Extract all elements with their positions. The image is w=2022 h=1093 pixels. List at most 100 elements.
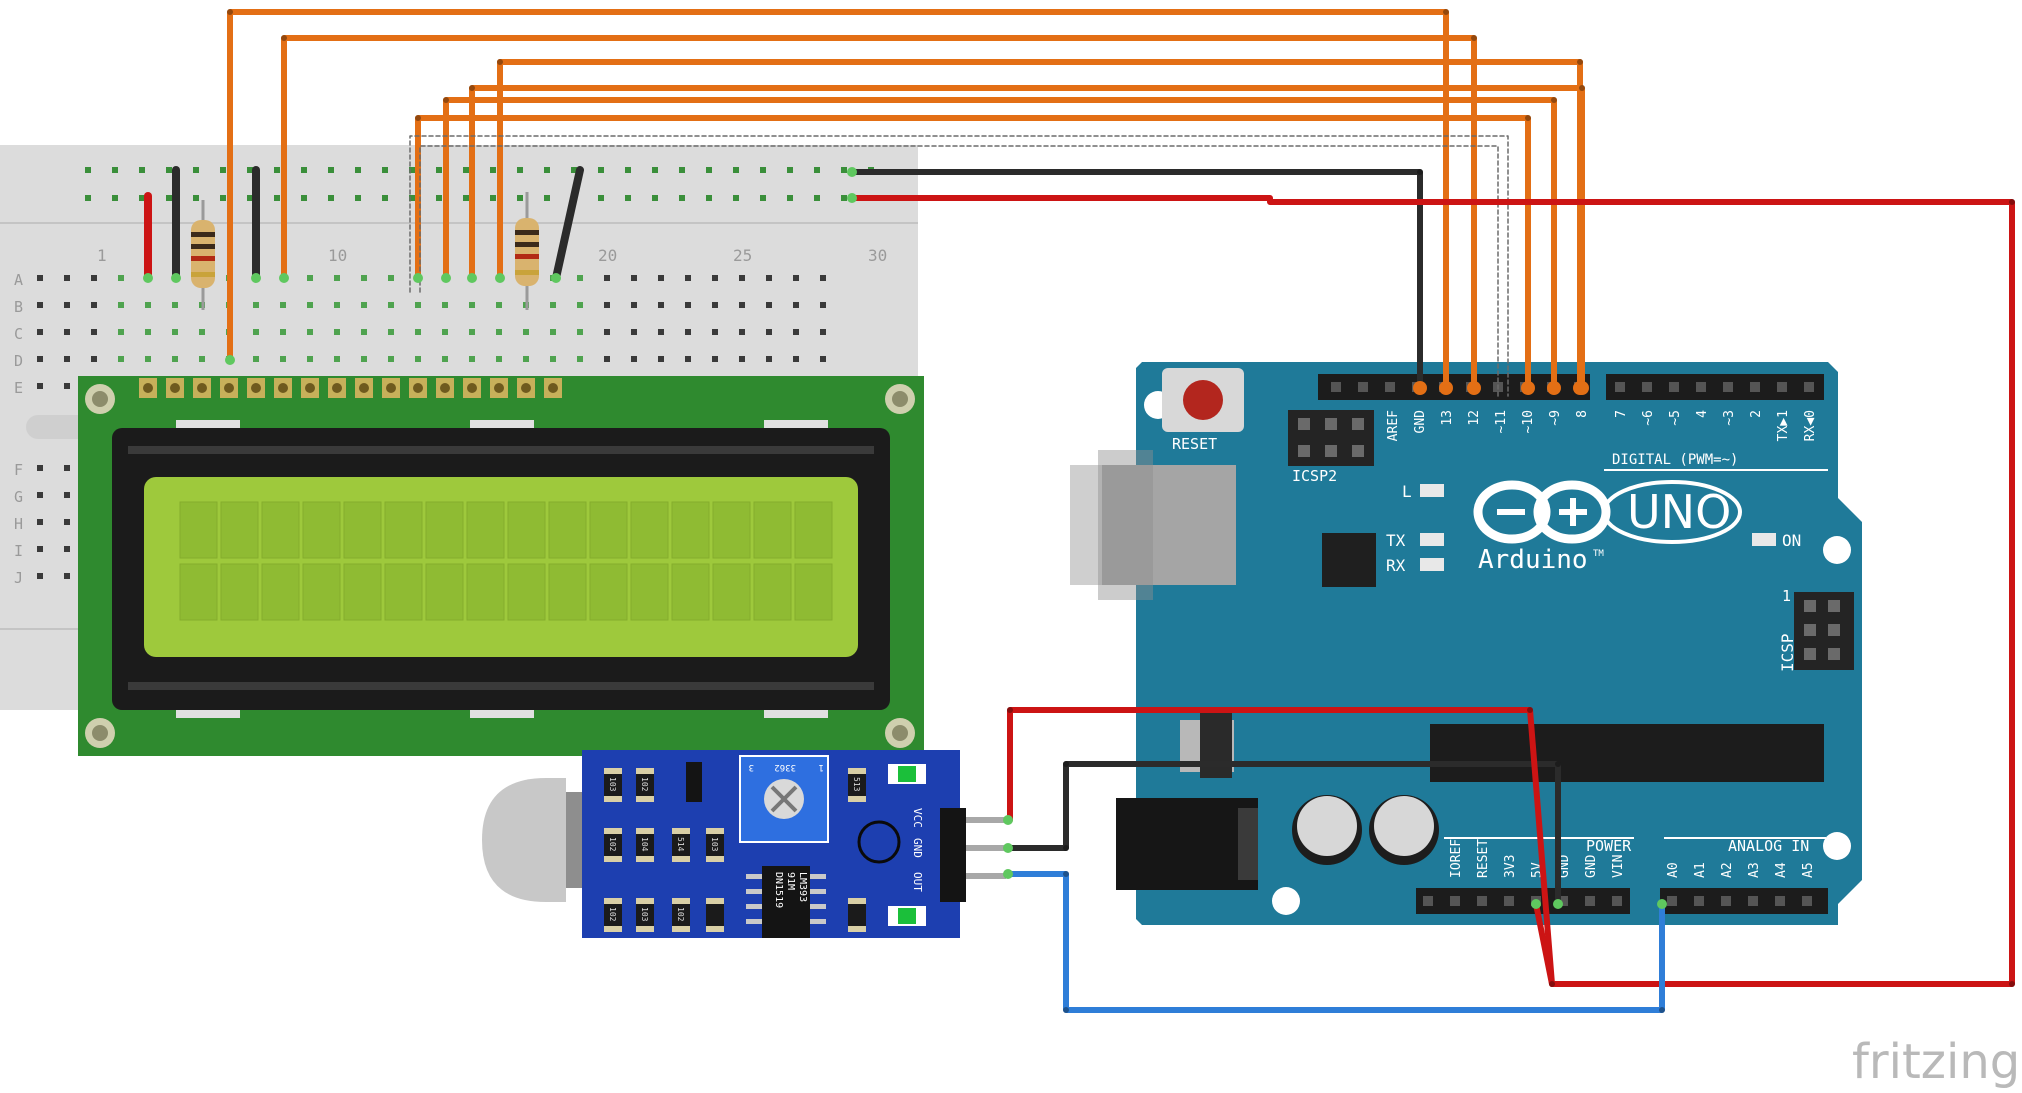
- breadboard-hole[interactable]: [280, 356, 286, 362]
- breadboard-hole[interactable]: [388, 356, 394, 362]
- header-pin[interactable]: [1642, 382, 1652, 392]
- breadboard-hole[interactable]: [307, 302, 313, 308]
- breadboard-hole[interactable]: [544, 167, 550, 173]
- breadboard-hole[interactable]: [598, 167, 604, 173]
- breadboard-hole[interactable]: [361, 329, 367, 335]
- breadboard-hole[interactable]: [733, 195, 739, 201]
- breadboard-hole[interactable]: [760, 195, 766, 201]
- icsp2-pin[interactable]: [1298, 418, 1310, 430]
- breadboard-hole[interactable]: [436, 167, 442, 173]
- breadboard-hole[interactable]: [307, 329, 313, 335]
- header-pin[interactable]: [1504, 896, 1514, 906]
- breadboard-hole[interactable]: [571, 167, 577, 173]
- breadboard-hole[interactable]: [64, 356, 70, 362]
- breadboard-hole[interactable]: [496, 329, 502, 335]
- breadboard-hole[interactable]: [766, 275, 772, 281]
- breadboard-hole[interactable]: [355, 167, 361, 173]
- breadboard-hole[interactable]: [631, 275, 637, 281]
- breadboard-hole[interactable]: [193, 195, 199, 201]
- icsp-pin[interactable]: [1828, 648, 1840, 660]
- header-pin[interactable]: [1777, 382, 1787, 392]
- header-pin[interactable]: [1750, 382, 1760, 392]
- breadboard-hole[interactable]: [247, 167, 253, 173]
- header-pin[interactable]: [1331, 382, 1341, 392]
- breadboard-hole[interactable]: [625, 195, 631, 201]
- breadboard-hole[interactable]: [793, 356, 799, 362]
- header-pin[interactable]: [1802, 896, 1812, 906]
- breadboard-hole[interactable]: [679, 195, 685, 201]
- breadboard-hole[interactable]: [328, 167, 334, 173]
- header-pin[interactable]: [1775, 896, 1785, 906]
- breadboard-hole[interactable]: [706, 195, 712, 201]
- breadboard-hole[interactable]: [361, 302, 367, 308]
- breadboard-hole[interactable]: [685, 356, 691, 362]
- breadboard-hole[interactable]: [334, 302, 340, 308]
- breadboard-hole[interactable]: [37, 302, 43, 308]
- breadboard-hole[interactable]: [118, 302, 124, 308]
- breadboard-hole[interactable]: [64, 546, 70, 552]
- breadboard-hole[interactable]: [37, 492, 43, 498]
- wire-blue[interactable]: [1005, 871, 1665, 1013]
- breadboard-hole[interactable]: [550, 356, 556, 362]
- breadboard-hole[interactable]: [631, 329, 637, 335]
- breadboard-hole[interactable]: [409, 195, 415, 201]
- header-pin[interactable]: [1585, 896, 1595, 906]
- breadboard-hole[interactable]: [37, 546, 43, 552]
- breadboard-hole[interactable]: [199, 329, 205, 335]
- breadboard-hole[interactable]: [112, 167, 118, 173]
- breadboard-hole[interactable]: [118, 356, 124, 362]
- breadboard-hole[interactable]: [598, 195, 604, 201]
- breadboard-hole[interactable]: [787, 195, 793, 201]
- breadboard-hole[interactable]: [37, 329, 43, 335]
- breadboard-hole[interactable]: [760, 167, 766, 173]
- breadboard-hole[interactable]: [550, 329, 556, 335]
- breadboard-hole[interactable]: [841, 195, 847, 201]
- breadboard-hole[interactable]: [658, 356, 664, 362]
- breadboard-hole[interactable]: [469, 302, 475, 308]
- breadboard-hole[interactable]: [64, 302, 70, 308]
- breadboard-hole[interactable]: [307, 275, 313, 281]
- breadboard-hole[interactable]: [64, 519, 70, 525]
- breadboard-hole[interactable]: [64, 275, 70, 281]
- breadboard-hole[interactable]: [496, 302, 502, 308]
- header-pin[interactable]: [1667, 896, 1677, 906]
- breadboard-hole[interactable]: [712, 275, 718, 281]
- breadboard-hole[interactable]: [469, 356, 475, 362]
- breadboard-hole[interactable]: [712, 356, 718, 362]
- header-pin[interactable]: [1721, 896, 1731, 906]
- breadboard-hole[interactable]: [199, 356, 205, 362]
- breadboard-hole[interactable]: [496, 356, 502, 362]
- breadboard-hole[interactable]: [739, 302, 745, 308]
- breadboard-hole[interactable]: [253, 302, 259, 308]
- header-pin[interactable]: [1723, 382, 1733, 392]
- wire-red[interactable]: [849, 195, 2015, 987]
- breadboard-hole[interactable]: [793, 275, 799, 281]
- breadboard-hole[interactable]: [145, 302, 151, 308]
- breadboard-hole[interactable]: [814, 167, 820, 173]
- icsp-pin[interactable]: [1804, 648, 1816, 660]
- breadboard-hole[interactable]: [388, 275, 394, 281]
- breadboard-hole[interactable]: [604, 356, 610, 362]
- breadboard-hole[interactable]: [118, 275, 124, 281]
- breadboard-hole[interactable]: [145, 356, 151, 362]
- breadboard-hole[interactable]: [274, 195, 280, 201]
- breadboard-hole[interactable]: [91, 275, 97, 281]
- breadboard-hole[interactable]: [604, 329, 610, 335]
- breadboard-hole[interactable]: [37, 573, 43, 579]
- breadboard-hole[interactable]: [550, 302, 556, 308]
- breadboard-hole[interactable]: [544, 195, 550, 201]
- breadboard-hole[interactable]: [517, 195, 523, 201]
- header-pin[interactable]: [1669, 382, 1679, 392]
- header-pin[interactable]: [1748, 896, 1758, 906]
- breadboard-hole[interactable]: [652, 167, 658, 173]
- header-pin[interactable]: [1696, 382, 1706, 392]
- breadboard-hole[interactable]: [85, 167, 91, 173]
- breadboard-hole[interactable]: [388, 329, 394, 335]
- breadboard-hole[interactable]: [37, 275, 43, 281]
- breadboard-hole[interactable]: [328, 195, 334, 201]
- breadboard-hole[interactable]: [37, 383, 43, 389]
- breadboard-hole[interactable]: [382, 167, 388, 173]
- breadboard-hole[interactable]: [658, 275, 664, 281]
- potentiometer[interactable]: [739, 755, 829, 843]
- breadboard-hole[interactable]: [334, 329, 340, 335]
